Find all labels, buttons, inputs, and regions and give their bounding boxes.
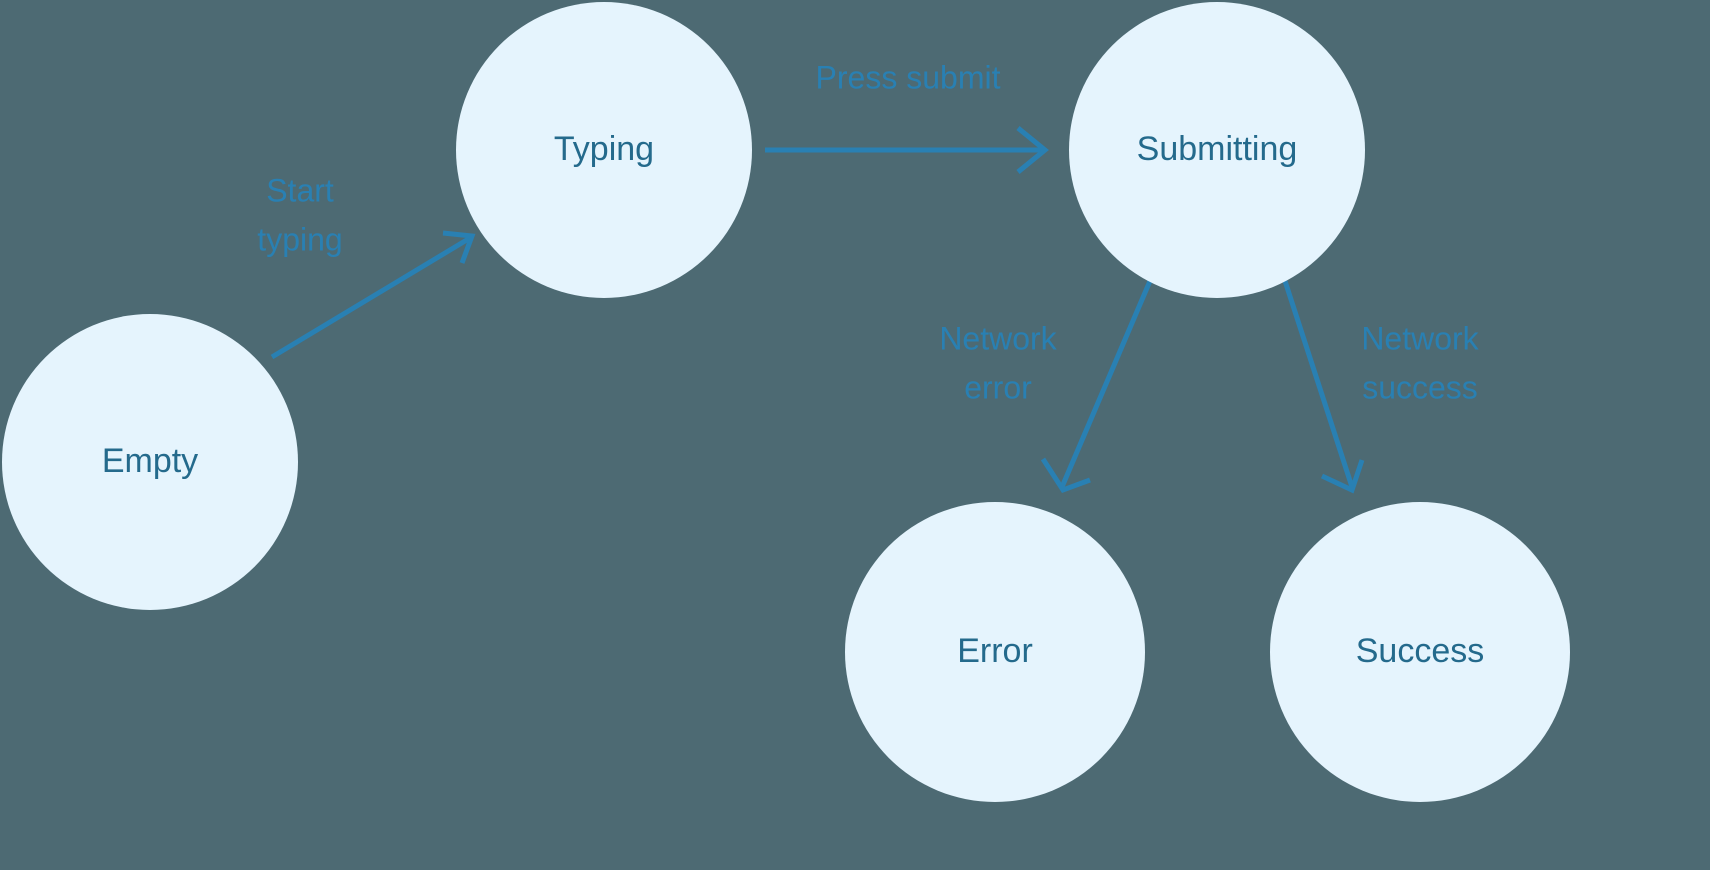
node-label-submitting: Submitting: [1137, 130, 1298, 168]
edge-label-empty-to-typing: Start typing: [257, 172, 342, 257]
edge-label-line-2: error: [964, 369, 1032, 405]
node-label-empty: Empty: [102, 442, 198, 480]
edge-typing-to-submitting[interactable]: [765, 126, 1049, 174]
edge-label-typing-to-submitting: Press submit: [816, 59, 1001, 95]
node-circle-success: [1270, 502, 1570, 802]
node-submitting[interactable]: Submitting: [1069, 2, 1365, 298]
node-circle-empty: [2, 314, 298, 610]
node-circle-error: [845, 502, 1145, 802]
edge-label-submitting-to-success: Network success: [1361, 320, 1479, 405]
node-error[interactable]: Error: [845, 502, 1145, 802]
node-typing[interactable]: Typing: [456, 2, 752, 298]
node-circle-submitting: [1069, 2, 1365, 298]
node-label-typing: Typing: [554, 130, 654, 168]
edge-label-line-1: Network: [1361, 320, 1479, 356]
arrowhead-empty-to-typing: [442, 230, 476, 264]
edge-line-submitting-to-success: [1282, 280, 1355, 488]
edge-line-empty-to-typing: [270, 235, 472, 360]
node-label-error: Error: [957, 632, 1033, 670]
edge-label-line-2: success: [1362, 369, 1478, 405]
node-empty[interactable]: Empty: [2, 314, 298, 610]
edge-label-line-2: typing: [257, 221, 342, 257]
edge-label-submitting-to-error: Network error: [939, 320, 1057, 405]
node-success[interactable]: Success: [1270, 502, 1570, 802]
edge-submitting-to-error[interactable]: [1040, 280, 1153, 494]
node-circle-typing: [456, 2, 752, 298]
edge-line-submitting-to-error: [1059, 280, 1153, 488]
edge-submitting-to-success[interactable]: [1282, 280, 1365, 494]
edge-label-line-1: Network: [939, 320, 1057, 356]
edge-empty-to-typing[interactable]: [270, 230, 476, 360]
arrowhead-submitting-to-error: [1040, 457, 1091, 494]
edge-label-line-1: Start: [266, 172, 334, 208]
arrowhead-typing-to-submitting: [1016, 126, 1049, 174]
edge-label-line-1: Press submit: [816, 59, 1001, 95]
arrowhead-submitting-to-success: [1320, 459, 1365, 494]
node-label-success: Success: [1356, 632, 1485, 670]
